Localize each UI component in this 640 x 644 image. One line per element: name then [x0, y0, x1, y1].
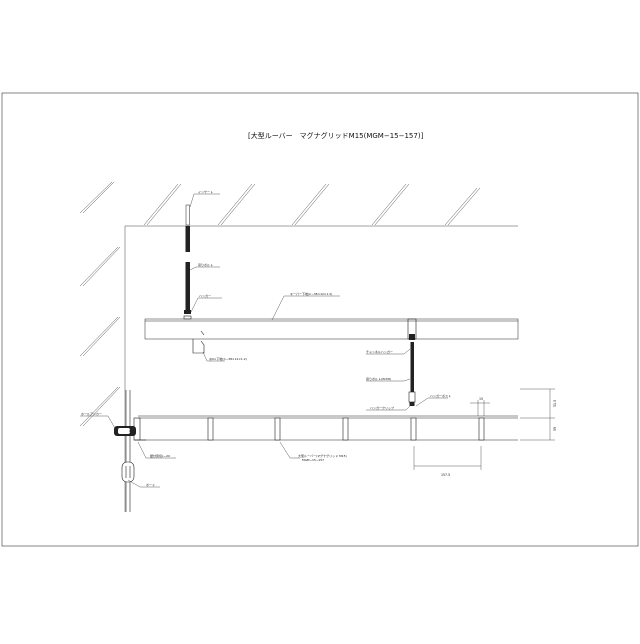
label-hanger: ハンガー [199, 293, 211, 298]
ceiling-slab [124, 225, 518, 512]
label-board: ボード [146, 482, 155, 487]
leader-lines [80, 193, 448, 488]
slab-hatching [79, 181, 481, 427]
hanging-bolt-2 [407, 318, 417, 406]
label-hanging-bolt-2: 吊りボルト(W3/8) [366, 376, 391, 381]
label-hanger-stay: ハンガーポスト [430, 393, 451, 398]
label-hanger-clip: ハンガークリップ [370, 405, 394, 410]
dimension-lines [413, 388, 555, 470]
label-louver-sub: MGM−15−157 [302, 458, 324, 462]
dim-height-upper: 51.5 [553, 400, 557, 407]
dim-pitch: 157.5 [441, 473, 450, 477]
drawing-title: [大型ルーバー マグナグリッドM15(MGM−15−157)] [248, 131, 424, 140]
hanger-clip-left [192, 330, 205, 354]
label-anchor-bolt: ホールアンカー [81, 411, 102, 416]
label-wall-angle: 壁付見切L−20 [150, 453, 170, 458]
dim-blade-width: 15 [479, 397, 483, 401]
louver-frame [138, 415, 518, 441]
wall-board [121, 390, 135, 512]
label-louver: 大型ルーバー(マグナグリッド M15) [298, 453, 347, 458]
louver-blades [207, 417, 485, 441]
label-carrying-channel: キーパー下地(C−38×12×1.2) [290, 291, 332, 296]
label-insert: インサート [198, 189, 213, 194]
dim-height-lower: 59 [553, 427, 557, 431]
anchor-bolt [114, 426, 136, 436]
label-wall-channel: @0×下地(C−38×12×1.2) [209, 356, 247, 361]
carrying-channel [144, 318, 519, 340]
label-channel-hanger: チャンネルハンガー [366, 349, 393, 354]
drawing-frame [1, 92, 639, 547]
hanging-bolt-1 [183, 204, 192, 320]
label-hanging-bolt: 吊りボルト [198, 262, 213, 267]
